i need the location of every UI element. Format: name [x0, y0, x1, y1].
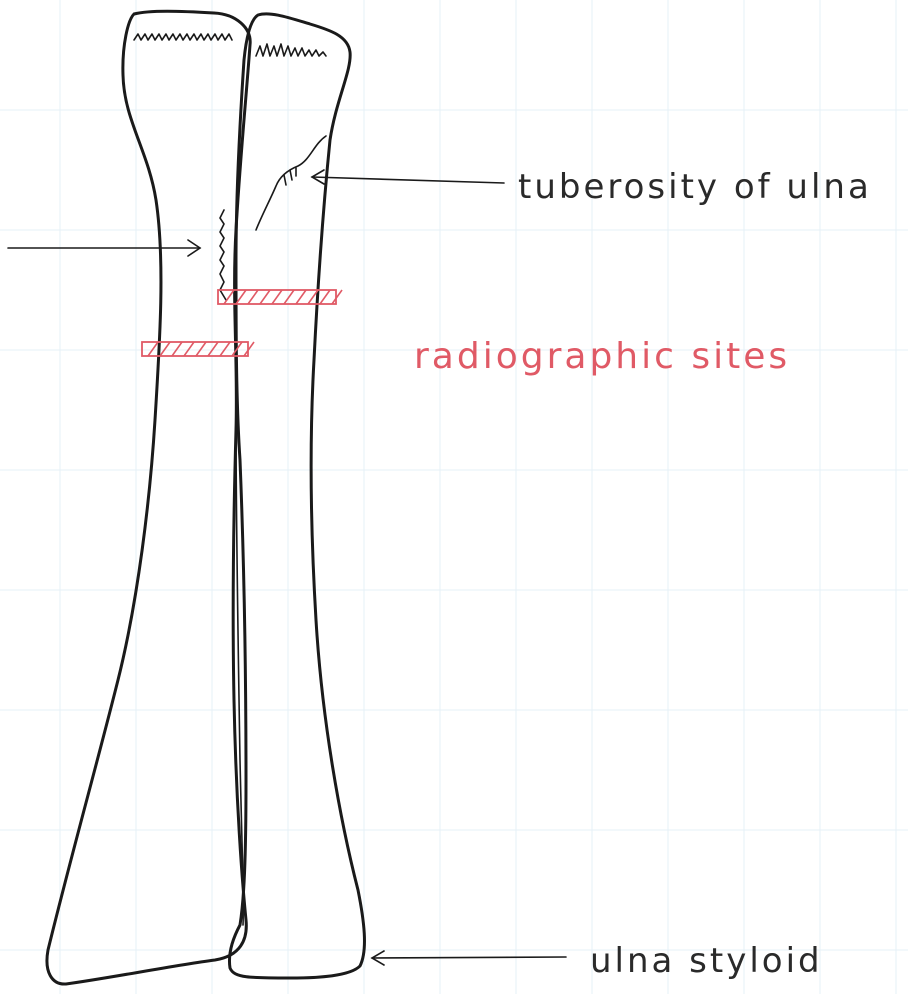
hatch-stroke: [148, 342, 158, 356]
radiographic-sites-label: radiographic sites: [414, 336, 790, 377]
ulna-head-texture: [256, 44, 326, 56]
hatch-stroke: [320, 290, 330, 304]
radius-head-texture: [134, 34, 232, 40]
tuberosity-arrow: [312, 170, 504, 184]
hatch-stroke: [172, 342, 182, 356]
ulna-tuberosity-marking: [256, 136, 326, 230]
hatch-stroke: [208, 342, 218, 356]
left-pointer-arrow: [8, 240, 200, 256]
ulna-styloid-label: ulna styloid: [590, 941, 823, 981]
hatch-stroke: [248, 290, 258, 304]
radius-bone-outline: [47, 11, 250, 984]
tuberosity-of-ulna-label: tuberosity of ulna: [518, 167, 872, 207]
hatch-stroke: [184, 342, 194, 356]
hatch-stroke: [224, 290, 234, 304]
hatch-stroke: [260, 290, 270, 304]
hatch-stroke: [296, 290, 306, 304]
radial-tuberosity-marking: [220, 210, 226, 300]
hatch-stroke: [244, 342, 254, 356]
hatch-stroke: [220, 342, 230, 356]
hatch-stroke: [272, 290, 282, 304]
ulna-bone-outline: [229, 14, 364, 978]
hatch-stroke: [160, 342, 170, 356]
hatch-stroke: [332, 290, 342, 304]
styloid-arrow: [372, 951, 566, 965]
ulna-tuberosity-ticks: [284, 168, 296, 185]
hatch-stroke: [196, 342, 206, 356]
hatch-stroke: [284, 290, 294, 304]
